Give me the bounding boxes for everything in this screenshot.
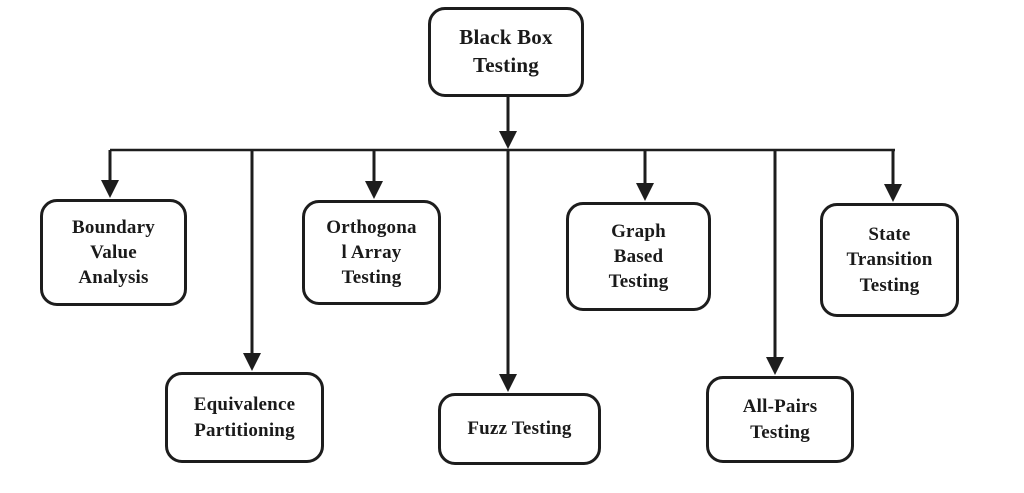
arrowhead-boundary: [101, 180, 119, 198]
arrowhead-orthogonal: [365, 181, 383, 199]
node-boundary-value-analysis: Boundary Value Analysis: [40, 199, 187, 306]
node-fuzz-testing: Fuzz Testing: [438, 393, 601, 465]
arrowhead-fuzz: [499, 374, 517, 392]
node-fuzz-testing-label: Fuzz Testing: [467, 418, 572, 440]
node-state-transition-testing-label: State Transition Testing: [846, 224, 933, 296]
arrowhead-equivalence: [243, 353, 261, 371]
node-orthogonal-array-testing-label: Orthogona l Array Testing: [326, 216, 417, 289]
arrowhead-allpairs: [766, 357, 784, 375]
arrowhead-root: [499, 131, 517, 149]
node-orthogonal-array-testing: Orthogona l Array Testing: [302, 200, 441, 305]
node-equivalence-partitioning-label: Equivalence Partitioning: [193, 394, 296, 441]
node-all-pairs-testing-label: All-Pairs Testing: [742, 396, 818, 443]
node-black-box-testing-label: Black Box Testing: [459, 25, 553, 77]
node-graph-based-testing: Graph Based Testing: [566, 202, 711, 311]
node-equivalence-partitioning: Equivalence Partitioning: [165, 372, 324, 463]
arrowhead-state: [884, 184, 902, 202]
node-graph-based-testing-label: Graph Based Testing: [608, 220, 669, 293]
node-state-transition-testing: State Transition Testing: [820, 203, 959, 317]
arrowhead-graph: [636, 183, 654, 201]
node-all-pairs-testing: All-Pairs Testing: [706, 376, 854, 463]
node-boundary-value-analysis-label: Boundary Value Analysis: [72, 216, 155, 289]
node-black-box-testing: Black Box Testing: [428, 7, 584, 97]
